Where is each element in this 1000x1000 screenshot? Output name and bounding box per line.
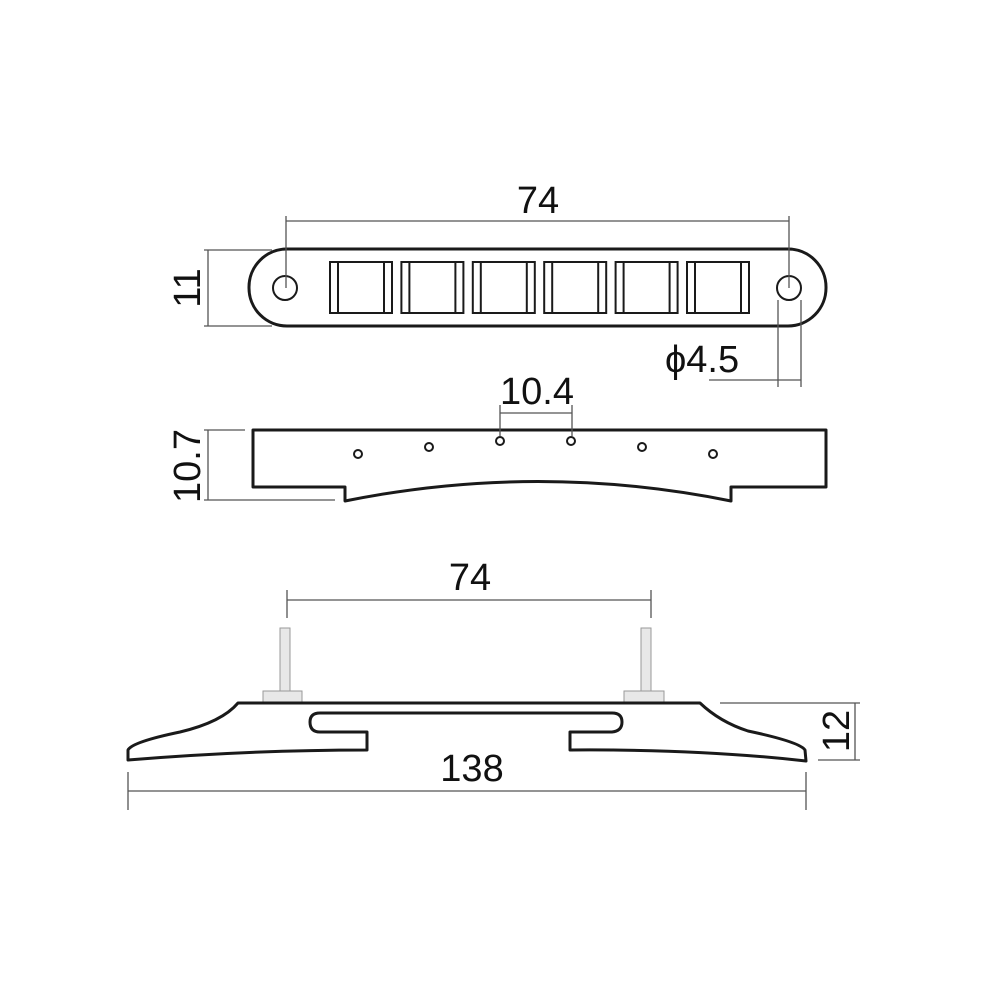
tailpiece-front-profile [126, 701, 808, 763]
dim-label-hole-diameter: ϕ4.5 [665, 339, 739, 381]
string-hole [495, 436, 505, 446]
string-hole [424, 442, 434, 452]
dim-label-10-7: 10.7 [167, 429, 209, 503]
saddle-slot [471, 261, 536, 314]
tailpiece-side-profile [251, 428, 828, 503]
top-view: 74 11 ϕ4.5 [167, 180, 828, 387]
saddle-slot [329, 261, 393, 314]
mount-hole-left [272, 275, 298, 301]
front-view: 74 12 138 [126, 557, 860, 810]
string-hole [637, 442, 647, 452]
saddle-slots [329, 261, 750, 314]
stud-left [262, 627, 303, 704]
side-view: 10.4 10.7 [167, 371, 828, 503]
dim-label-74-top: 74 [517, 180, 559, 222]
saddle-slot [543, 261, 608, 314]
dim-label-12: 12 [816, 710, 858, 752]
string-hole [708, 449, 718, 459]
stud-right [623, 627, 665, 704]
tailpiece-plate-top [247, 247, 828, 328]
saddle-slot [614, 261, 679, 314]
string-holes [353, 436, 718, 459]
saddle-slot [400, 261, 465, 314]
string-hole [566, 436, 576, 446]
dim-label-138: 138 [440, 748, 503, 790]
dim-label-10-4: 10.4 [500, 371, 574, 413]
dim-label-11: 11 [167, 268, 209, 307]
string-hole [353, 449, 363, 459]
saddle-slot [686, 261, 750, 314]
dim-label-74-studs: 74 [449, 557, 491, 599]
